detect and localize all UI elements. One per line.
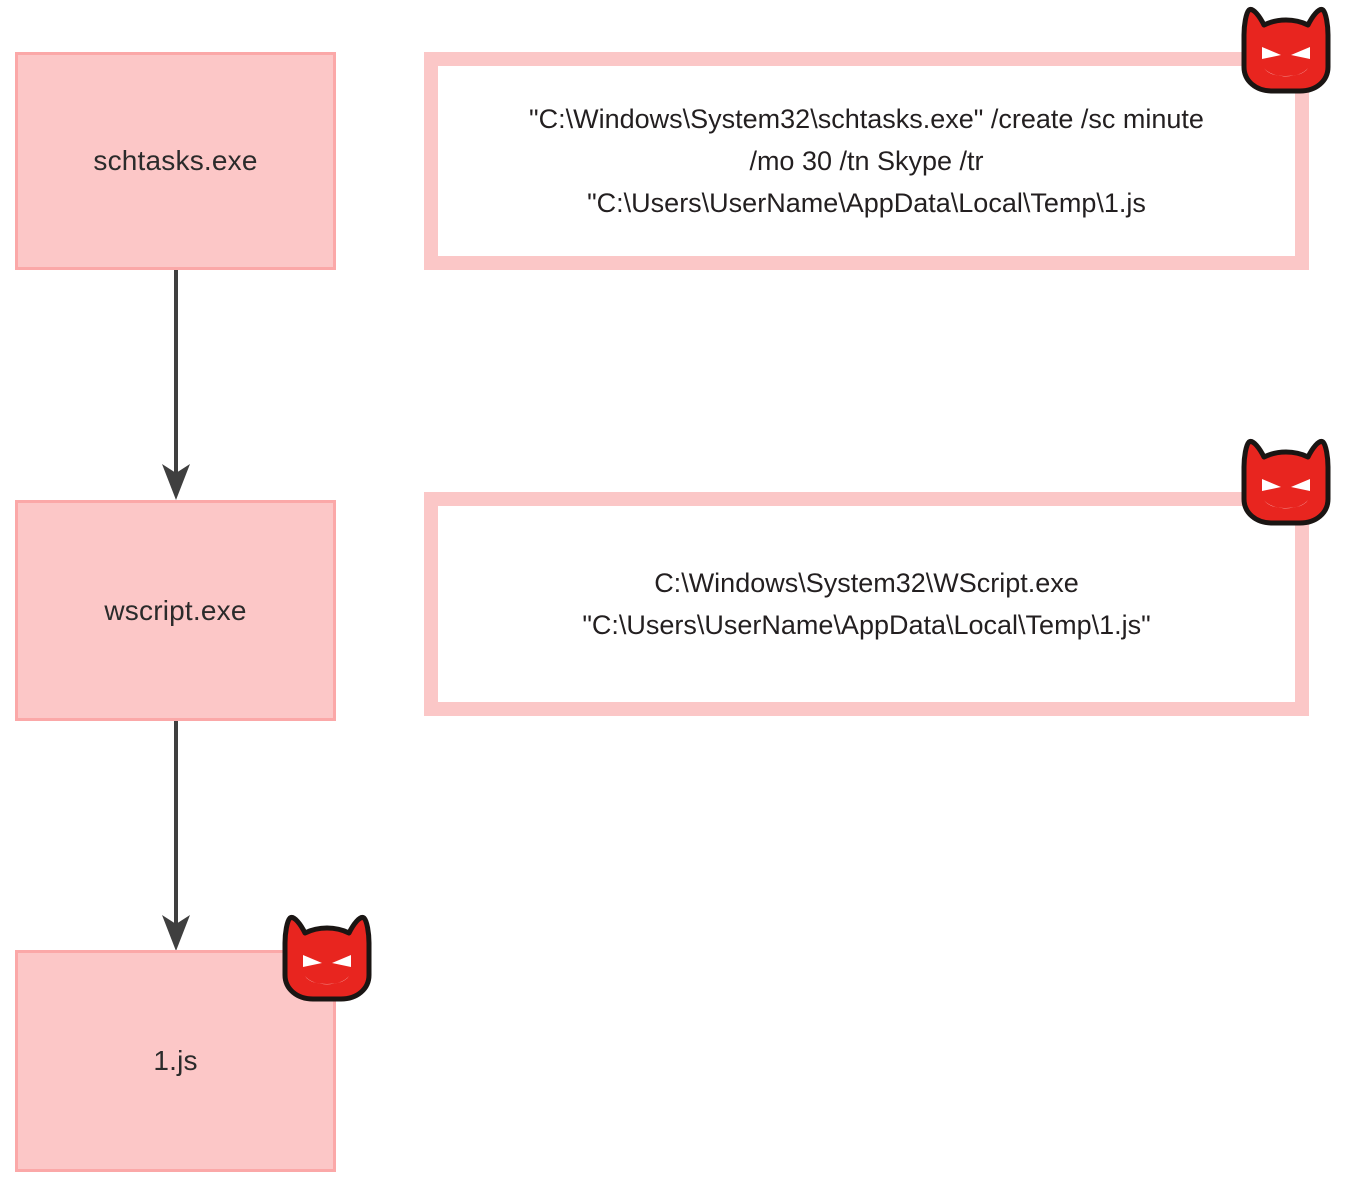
- edge-wscript-to-1js: [162, 717, 190, 951]
- edge-schtasks-to-wscript: [162, 266, 190, 500]
- command-text: C:\Windows\System32\WScript.exe "C:\User…: [582, 568, 1151, 640]
- process-node-schtasks[interactable]: schtasks.exe: [15, 52, 336, 270]
- process-node-label: schtasks.exe: [93, 145, 258, 176]
- devil-face-icon: [282, 915, 372, 1002]
- process-node-label: wscript.exe: [104, 594, 247, 626]
- command-box-schtasks[interactable]: "C:\Windows\System32\schtasks.exe" /crea…: [424, 52, 1309, 270]
- process-node-label: 1.js: [153, 1045, 198, 1076]
- command-box-wscript[interactable]: C:\Windows\System32\WScript.exe "C:\User…: [424, 492, 1309, 716]
- process-node-1js[interactable]: 1.js: [15, 950, 336, 1172]
- devil-face-icon: [1241, 7, 1331, 94]
- devil-face-icon: [1241, 439, 1331, 526]
- command-text: "C:\Windows\System32\schtasks.exe" /crea…: [529, 104, 1204, 218]
- process-node-wscript[interactable]: wscript.exe: [15, 500, 336, 721]
